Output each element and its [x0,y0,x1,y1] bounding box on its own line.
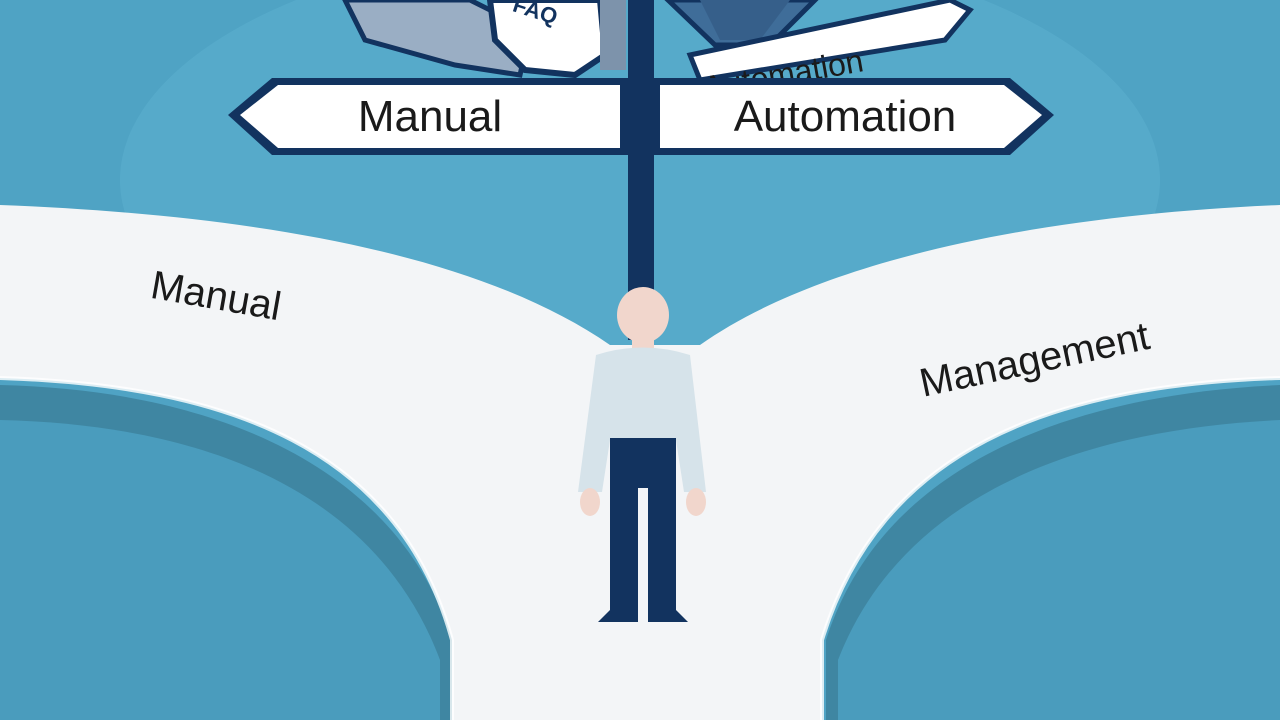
person-shoe-left [598,610,638,622]
person-shoe-right [648,610,688,622]
left-direction-sign: Manual [228,78,628,155]
right-sign-label: Automation [734,92,957,141]
road-edge-left [0,376,454,720]
road-edge-right [820,376,1280,720]
person-leg-left [610,486,638,612]
person-trousers [610,438,676,488]
person-shirt [578,347,706,492]
right-direction-sign: Automation [654,78,1054,155]
field-right [838,420,1280,720]
upper-left-sign-edge [600,0,626,70]
person-hand-right [686,488,706,516]
person-hand-left [580,488,600,516]
left-sign-label: Manual [358,92,502,141]
upper-left-sign: FAQ [342,0,626,79]
person-head [617,287,669,343]
signpost-pole [628,0,654,340]
person-leg-right [648,486,676,612]
person-icon [578,287,706,622]
field-left [0,420,440,720]
